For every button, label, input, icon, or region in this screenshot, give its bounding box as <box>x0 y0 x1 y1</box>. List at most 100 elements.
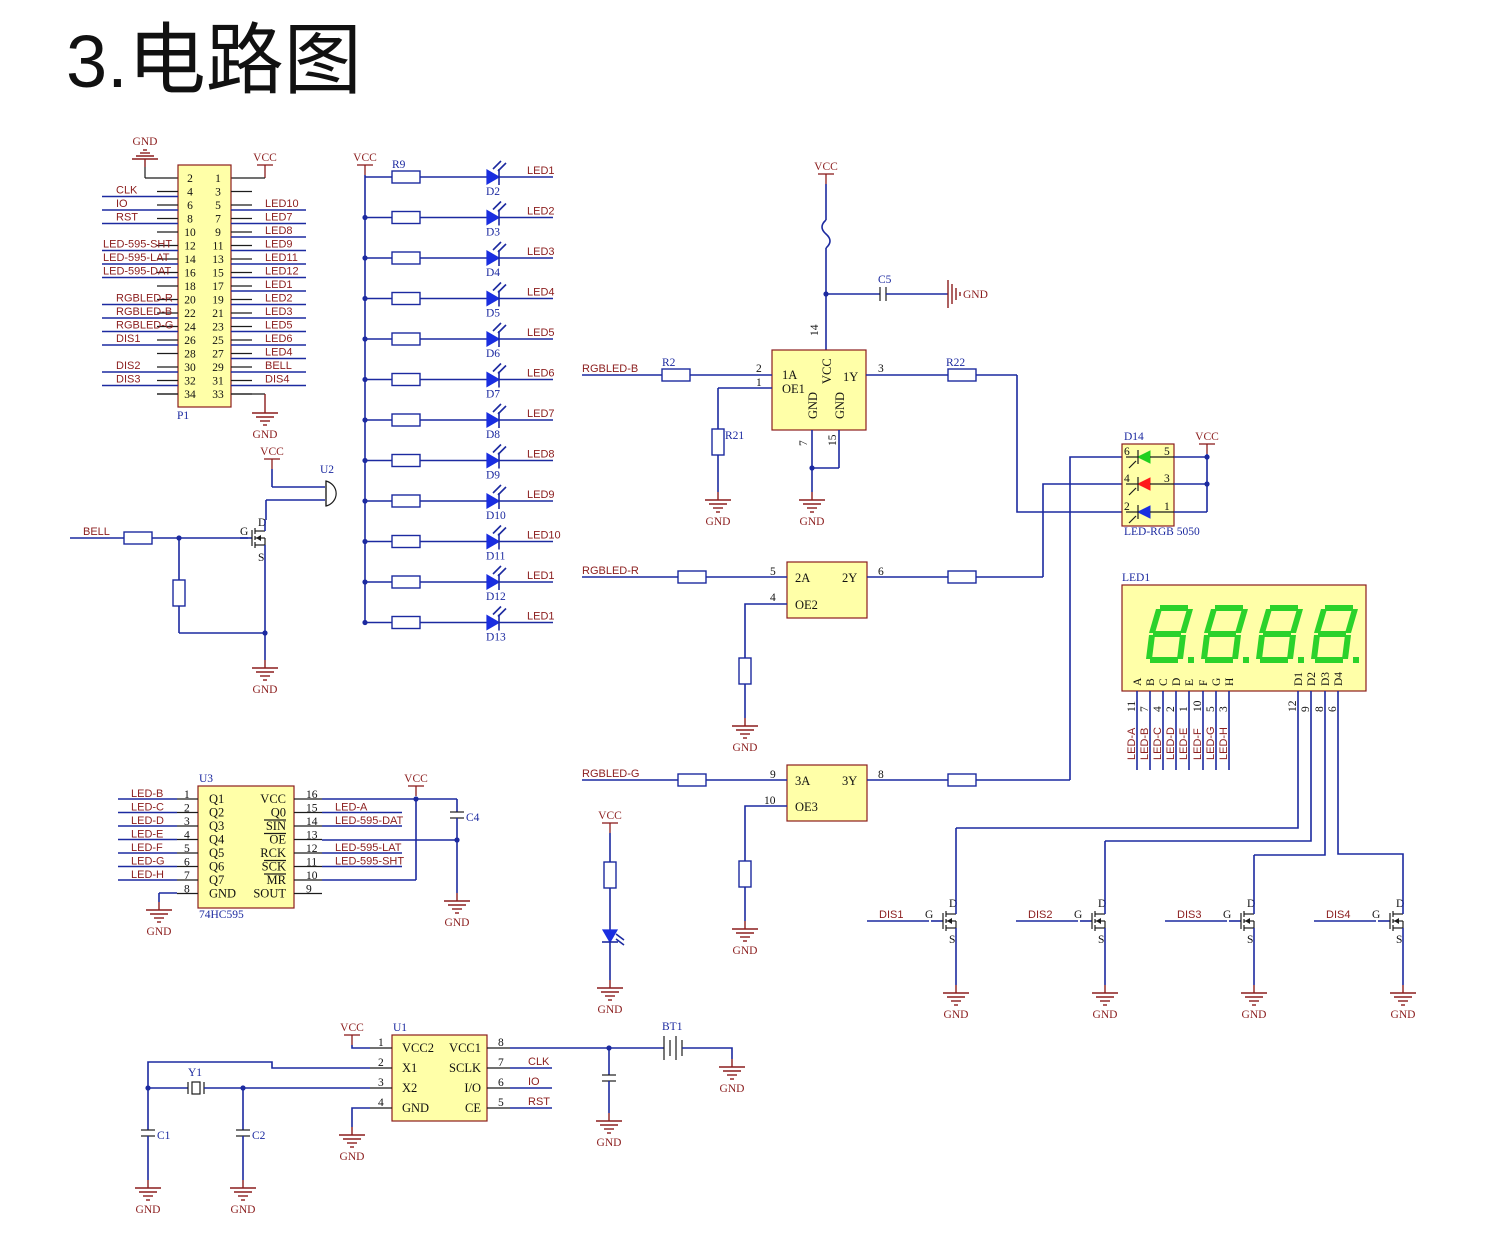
seg-label: B <box>1145 678 1157 686</box>
u3-pin-num: 11 <box>306 857 317 869</box>
u3-net-left-label: LED-E <box>131 829 163 841</box>
segment <box>1205 657 1233 663</box>
p1-net-left-label: LED-595-SHT <box>103 239 172 251</box>
led-net-label: LED1 <box>527 165 555 177</box>
p1-pin-number: 6 <box>187 200 193 212</box>
gnd-label: GND <box>706 516 731 528</box>
u1-pin-num: 2 <box>378 1057 384 1069</box>
p1-pin-number: 17 <box>212 281 224 293</box>
u3-pin-num: 10 <box>306 870 318 882</box>
gate3-out-resistor <box>947 773 977 787</box>
dis-mosfet <box>1229 911 1255 931</box>
p1-pin-number: 11 <box>212 241 223 253</box>
gnd-label: GND <box>720 1083 745 1095</box>
u3-net-left-label: LED-G <box>131 856 165 868</box>
dis-d-label: D <box>1396 898 1404 910</box>
buzzer-body <box>325 480 337 507</box>
body-arrow <box>1245 918 1250 924</box>
led-ref: D5 <box>486 308 500 320</box>
segment <box>1256 635 1265 659</box>
gnd-label: GND <box>1093 1009 1118 1021</box>
gnd-label: GND <box>1242 1009 1267 1021</box>
p1-net-left-label: RGBLED-R <box>116 293 173 305</box>
gate1-pin3: 3 <box>878 363 884 375</box>
p1-pin-number: 20 <box>184 295 196 307</box>
dis-d-label: D <box>1098 898 1106 910</box>
led-net-label: LED3 <box>527 246 555 258</box>
u1-pin-name: SCLK <box>449 1061 481 1075</box>
dis-net-label: DIS2 <box>1028 909 1052 921</box>
u3-pin-name: SIN <box>266 819 286 833</box>
u3-pin-num: 8 <box>184 884 190 896</box>
u1-pin-num: 3 <box>378 1077 384 1089</box>
u3-net-left-label: LED-D <box>131 815 164 827</box>
seg-pin: 1 <box>1178 706 1190 712</box>
segment <box>1177 635 1186 659</box>
u3-ref: U3 <box>199 773 213 785</box>
u3-net-left-label: LED-B <box>131 788 163 800</box>
u3-pin-name: MR <box>267 873 287 887</box>
u3-pin-name: Q0 <box>271 806 286 820</box>
gate1-body <box>771 349 867 431</box>
seg-pin: 10 <box>1192 700 1204 712</box>
decimal-point <box>1353 657 1359 663</box>
segment <box>1208 631 1236 637</box>
gnd-label: GND <box>598 1004 623 1016</box>
segment <box>1345 609 1358 633</box>
seg-label: G <box>1211 678 1223 686</box>
p1-pin-number: 4 <box>187 187 193 199</box>
buf-wire <box>744 603 787 658</box>
vcc-label: VCC <box>404 773 428 785</box>
junction-dot <box>362 336 368 342</box>
title-number: 3 <box>66 20 108 103</box>
u3-pin-name: Q2 <box>209 806 224 820</box>
junction-dot <box>362 457 368 464</box>
seg-net-label: LED-H <box>1218 727 1230 760</box>
p1-pin-number: 16 <box>184 268 196 280</box>
rgb-pin-num: 4 <box>1124 473 1130 485</box>
junction-dot <box>362 295 368 302</box>
seg-label: D <box>1171 678 1183 686</box>
rgb-pin-num: 5 <box>1164 446 1170 458</box>
dis-net-label: DIS1 <box>879 909 903 921</box>
led-net-label: LED9 <box>527 489 555 501</box>
gnd-label: GND <box>253 429 278 441</box>
u3-pin-name: OE <box>269 833 286 847</box>
diode-arrow <box>492 565 502 575</box>
page-title: 3.电路图 <box>66 17 362 104</box>
u1-ref: U1 <box>393 1022 407 1034</box>
u1-pin-num: 8 <box>498 1037 504 1049</box>
r21 <box>711 428 725 456</box>
diode-arrow <box>497 364 507 375</box>
body-arrow <box>1394 918 1399 924</box>
u3-pin-num: 14 <box>306 816 318 828</box>
gate1-pin2: 2 <box>756 363 762 375</box>
p1-pin-number: 22 <box>184 308 196 320</box>
segment <box>1325 605 1353 611</box>
mosfet-g-label: G <box>240 526 248 538</box>
p1-net-right-label: LED3 <box>265 306 293 318</box>
junction-dot <box>1204 481 1210 487</box>
ferrite-bead <box>821 219 831 249</box>
p1-pin-number: 33 <box>212 389 224 401</box>
gnd-label: GND <box>733 945 758 957</box>
dig-pin: 8 <box>1314 706 1326 712</box>
seg-pin: 11 <box>1126 701 1138 712</box>
led-resistor <box>391 332 421 346</box>
gate3-pin10: 10 <box>764 795 776 807</box>
gate3-3a: 3A <box>795 774 810 788</box>
body-arrow <box>947 918 952 924</box>
led-net-label: LED4 <box>527 287 555 299</box>
gate2-oe2: OE2 <box>795 598 818 612</box>
led-diode <box>486 330 501 348</box>
junction-dot <box>362 376 368 383</box>
c4-label: C4 <box>466 812 480 824</box>
decimal-point <box>1298 657 1304 663</box>
u3-pin-name: Q4 <box>209 833 225 847</box>
dis-route <box>1254 691 1326 856</box>
dis-s-label: S <box>949 934 955 946</box>
gate1-gnd2: GND <box>833 392 847 419</box>
rgb-pin-num: 2 <box>1124 501 1130 513</box>
dig-label: D1 <box>1293 672 1305 686</box>
p1-net-left-label: RST <box>116 212 138 224</box>
